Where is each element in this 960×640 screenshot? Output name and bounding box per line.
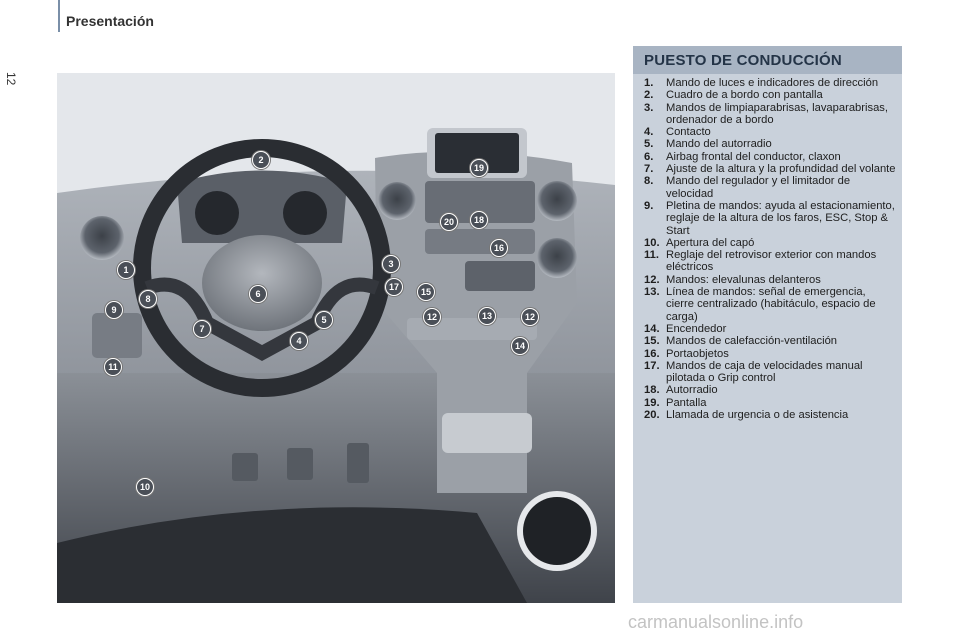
callout-16: 16 xyxy=(490,239,508,257)
callout-7: 7 xyxy=(193,320,211,338)
callout-14: 14 xyxy=(511,337,529,355)
legend-item: 1.Mando de luces e indicadores de direcc… xyxy=(644,77,879,89)
callout-12b: 12 xyxy=(521,308,539,326)
callout-10: 10 xyxy=(136,478,154,496)
legend-panel-header xyxy=(633,46,902,74)
dashboard-illustration: 2 19 20 18 16 3 17 15 1 6 8 9 5 7 4 12 1… xyxy=(57,73,615,603)
legend-item: 5.Mando del autorradio xyxy=(644,138,772,151)
callout-13: 13 xyxy=(478,307,496,325)
header-rule xyxy=(58,0,60,32)
legend-item: 6.Airbag frontal del conductor, claxon xyxy=(644,150,841,163)
legend-item: 11.Reglaje del retrovisor exterior con m… xyxy=(644,249,877,274)
legend-item: 12.Mandos: elevalunas delanteros xyxy=(644,273,821,286)
legend-panel: PUESTO DE CONDUCCIÓN 1.Mando de luces e … xyxy=(633,46,902,603)
legend-item: 19.Pantalla xyxy=(644,396,707,409)
legend-item: 8.Mando del regulador y el limitador de … xyxy=(644,175,851,200)
dashboard-drawing xyxy=(57,73,615,603)
legend-list: 1.Mando de luces e indicadores de direcc… xyxy=(644,77,896,421)
legend-item: 9.Pletina de mandos: ayuda al estacionam… xyxy=(644,199,895,237)
callout-9: 9 xyxy=(105,301,123,319)
callout-5: 5 xyxy=(315,311,333,329)
legend-item: 15.Mandos de calefacción-ventilación xyxy=(644,335,838,348)
section-title: Presentación xyxy=(66,13,154,29)
legend-item: 3.Mandos de limpiaparabrisas, lavaparabr… xyxy=(644,101,888,126)
callout-6: 6 xyxy=(249,285,267,303)
callout-19: 19 xyxy=(470,159,488,177)
callout-15: 15 xyxy=(417,283,435,301)
callout-11: 11 xyxy=(104,358,122,376)
callout-20: 20 xyxy=(440,213,458,231)
legend-item: 10.Apertura del capó xyxy=(644,236,755,249)
legend-item: 18.Autorradio xyxy=(644,384,718,397)
legend-item: 14.Encendedor xyxy=(644,322,727,335)
legend-item: 4.Contacto xyxy=(644,126,711,139)
legend-panel-title: PUESTO DE CONDUCCIÓN xyxy=(644,52,842,69)
legend-item: 17.Mandos de caja de velocidades manual … xyxy=(644,359,863,385)
watermark[interactable]: carmanualsonline.info xyxy=(628,612,804,632)
callout-18: 18 xyxy=(470,211,488,229)
page-number: 12 xyxy=(4,72,18,86)
legend-item: 13.Línea de mandos: señal de emergencia,… xyxy=(644,286,876,323)
legend-item: 7.Ajuste de la altura y la profundidad d… xyxy=(644,163,896,176)
callout-17: 17 xyxy=(385,278,403,296)
callout-3: 3 xyxy=(382,255,400,273)
callout-8: 8 xyxy=(139,290,157,308)
legend-item: 20.Llamada de urgencia o de asistencia xyxy=(644,409,849,422)
callout-12a: 12 xyxy=(423,308,441,326)
callout-2: 2 xyxy=(252,151,270,169)
legend-item: 16.Portaobjetos xyxy=(644,347,729,360)
callout-4: 4 xyxy=(290,332,308,350)
legend-item: 2.Cuadro de a bordo con pantalla xyxy=(644,89,823,102)
callout-1: 1 xyxy=(117,261,135,279)
